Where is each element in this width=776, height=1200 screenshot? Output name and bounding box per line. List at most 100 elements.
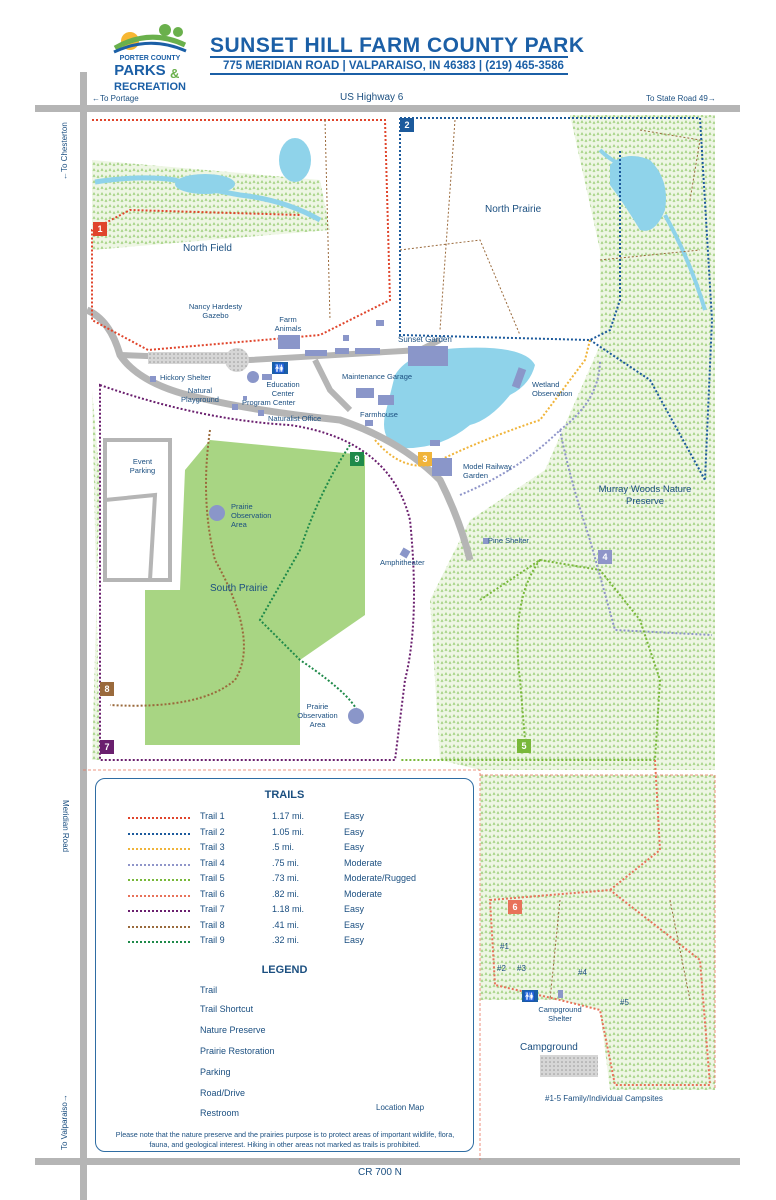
trail-9-path [258, 444, 361, 721]
legend-preserve-label: Nature Preserve [200, 1025, 266, 1035]
label-site-1: #1 [500, 942, 509, 951]
trail-row-name: Trail 4 [200, 857, 225, 868]
label-prairie-obs-1: Prairie Observation Area [231, 502, 272, 529]
label-us-highway-6: US Highway 6 [340, 92, 404, 103]
legend-title: LEGEND [261, 964, 308, 976]
label-model-railway: Model Railway Garden [463, 462, 512, 480]
event-parking-lot [103, 438, 172, 582]
trail-4-path [459, 359, 713, 636]
buildings [150, 320, 563, 998]
label-naturalist-office: Naturalist Office [268, 414, 322, 423]
trail-row-swatch [128, 941, 190, 943]
trail-row: Trail 3 .5 mi. Easy [96, 842, 473, 856]
trail-row-swatch [128, 910, 190, 912]
trail-marker-7: 7 [100, 740, 114, 754]
label-maintenance-garage: Maintenance Garage [342, 372, 413, 381]
label-campsites-note: #1-5 Family/Individual Campsites [545, 1094, 663, 1103]
trail-1-path [91, 119, 392, 352]
trail-row: Trail 6.82 mi.Moderate [96, 889, 473, 903]
preserve-note: Please note that the nature preserve and… [115, 1130, 455, 1149]
trail-marker-2: 2 [400, 118, 414, 132]
label-hickory-shelter: Hickory Shelter [160, 373, 211, 382]
legend-row-prairie: Prairie Restoration [96, 1046, 473, 1062]
label-amphitheater: Amphitheater [380, 558, 425, 567]
trail-row-name: Trail 1 [200, 811, 225, 821]
label-prairie-obs-2: Prairie Observation Area [297, 702, 338, 729]
trail-row-name: Trail 9 [200, 935, 225, 945]
parking-lot-main [148, 352, 228, 364]
trail-marker-9: 9 [350, 452, 364, 466]
prairie-observation-marker-2 [348, 708, 364, 724]
trail-row: Trail 9.32 mi.Easy [96, 935, 473, 949]
label-cr-700-n: CR 700 N [358, 1167, 402, 1178]
label-site-2: #2 [497, 964, 506, 973]
label-program-center: Program Center [242, 398, 296, 407]
maintenance-drive [312, 358, 353, 413]
logo-graphic [113, 24, 187, 54]
trail-row: Trail 4 .75 mi. Moderate [96, 858, 473, 872]
nature-preserve-south [480, 775, 715, 1090]
trail-row-distance: .32 mi. [272, 935, 300, 945]
trail-row-swatch [128, 894, 190, 897]
park-address: 775 MERIDIAN ROAD | VALPARAISO, IN 46383… [223, 60, 564, 72]
event-parking-inner [104, 492, 158, 581]
to-valparaiso-text: To Valparaiso [60, 1102, 69, 1150]
svg-text:🚻: 🚻 [524, 991, 535, 1003]
svg-text:🚻: 🚻 [274, 363, 285, 375]
trail-row-name: Trail 2 [200, 826, 225, 837]
trail-row-name: Trail 3 [200, 842, 225, 852]
legend-shortcut-label: Trail Shortcut [200, 1004, 254, 1014]
label-natural-playground: Natural Playground [181, 386, 219, 404]
logo-line1: PORTER COUNTY [119, 55, 181, 62]
trail-row-name: Trail 8 [200, 919, 225, 930]
pond-north-prairie [610, 156, 666, 231]
trail-shortcut-4 [549, 899, 691, 1001]
legend-row-road: Road/Drive [96, 1088, 473, 1104]
nature-preserve-northeast [430, 115, 715, 770]
trail-row-swatch [128, 879, 190, 881]
label-meridian-road: Meridian Road [61, 800, 70, 853]
label-to-chesterton: ←To Chesterton [60, 122, 69, 180]
park-title: SUNSET HILL FARM COUNTY PARK [210, 34, 585, 57]
trail-row-difficulty: Easy [344, 842, 365, 852]
trail-shortcut-2 [399, 119, 521, 336]
trail-row-distance: .75 mi. [272, 857, 300, 868]
logo-ampersand: & [170, 66, 180, 81]
trail-row-name: Trail 7 [200, 904, 225, 914]
trail-2-path [399, 117, 714, 481]
trail-row: Trail 8.41 mi.Easy [96, 920, 473, 934]
label-campground-shelter: Campground Shelter [538, 1005, 582, 1023]
education-center-marker [247, 371, 259, 383]
logo-line3: RECREATION [114, 81, 186, 93]
trail-row-name: Trail 6 [200, 888, 225, 899]
trail-row-difficulty: Moderate [344, 857, 383, 868]
compass-n-label: N [344, 1039, 352, 1051]
trail-6-path [488, 888, 712, 1086]
label-site-4: #4 [578, 968, 587, 977]
trail-marker-4: 4 [598, 550, 612, 564]
pond-north-field [279, 138, 311, 182]
label-education-center: Education Center [266, 380, 300, 398]
trail-shortcut-3 [599, 129, 701, 261]
trail-row-distance: 1.05 mi. [272, 826, 305, 837]
trail-row: Trail 5.73 mi.Moderate/Rugged [96, 873, 473, 887]
us-highway-6-road [35, 105, 740, 112]
nature-preserve-west [92, 390, 100, 760]
trail-row-distance: .5 mi. [272, 842, 295, 852]
trail-5-path [400, 558, 662, 761]
label-wetland-observation: Wetland Observation [532, 380, 573, 398]
trail-row-swatch [128, 832, 190, 835]
label-to-valparaiso: To Valparaiso→ [60, 1094, 69, 1150]
trail-6-connector [609, 759, 662, 891]
label-farm-animals: Farm Animals [274, 315, 302, 333]
trail-marker-3: 3 [418, 452, 432, 466]
label-event-parking: Event Parking [129, 457, 156, 475]
trail-row-distance: .41 mi. [272, 919, 300, 930]
label-farmhouse: Farmhouse [360, 410, 398, 419]
legend-row-parking: Parking [96, 1067, 473, 1083]
prairie-observation-marker-1 [209, 505, 225, 521]
label-site-5: #5 [620, 998, 629, 1007]
to-portage-text: To Portage [100, 94, 139, 103]
label-campground: Campground [520, 1042, 578, 1053]
